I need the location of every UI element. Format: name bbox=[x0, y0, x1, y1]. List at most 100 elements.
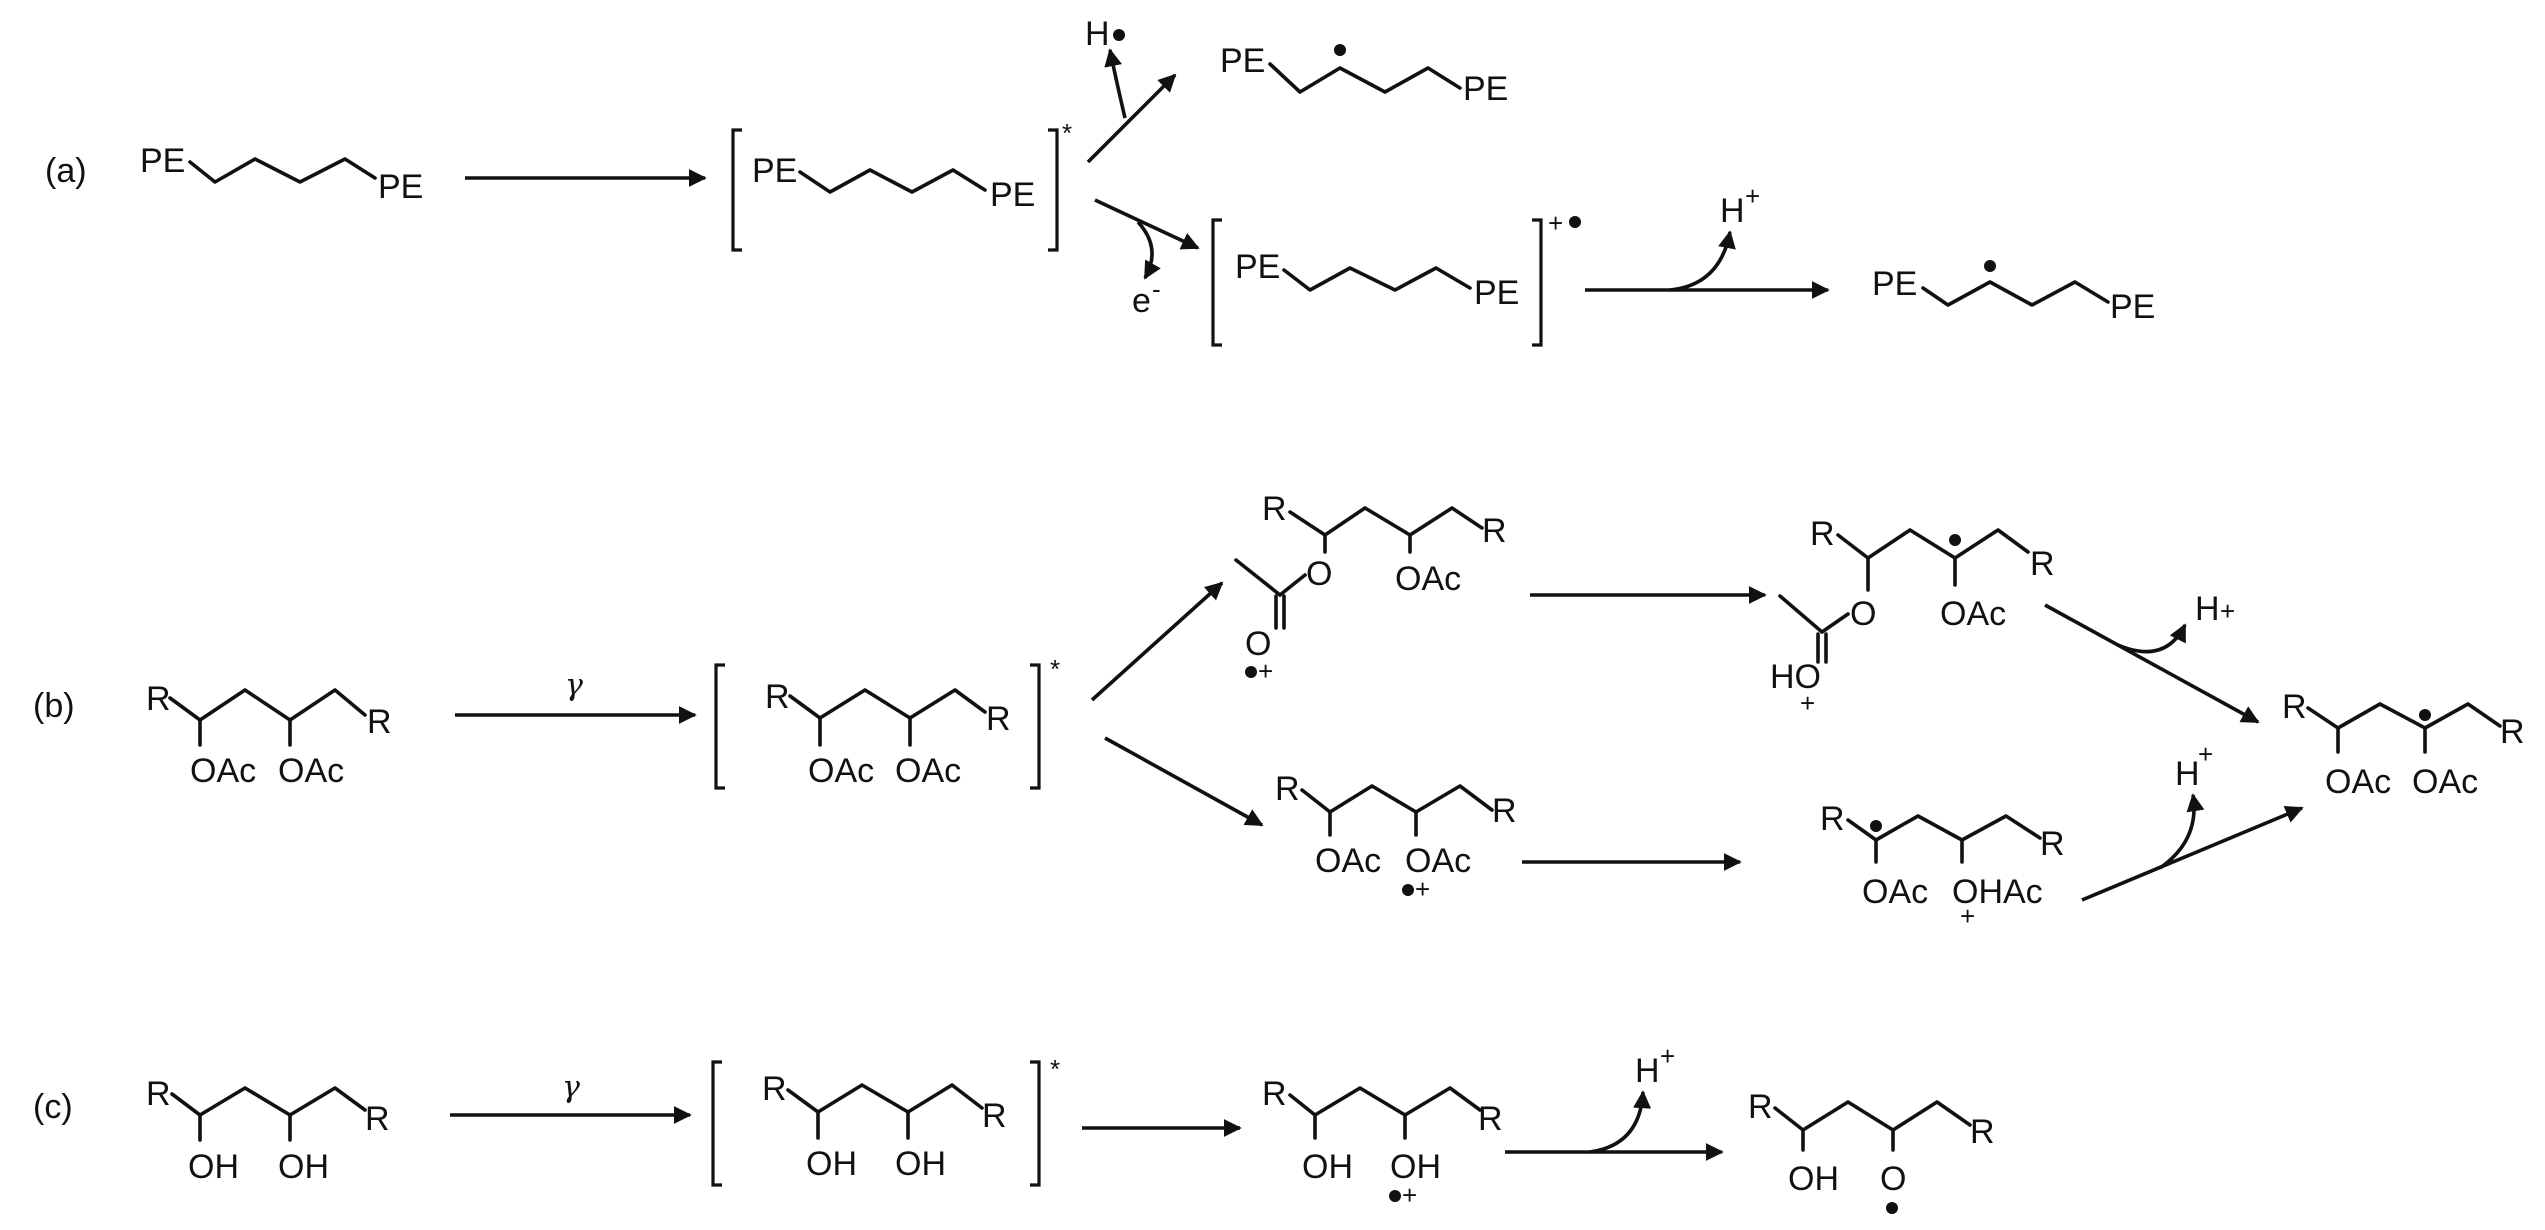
excited-state-star: * bbox=[1050, 1054, 1060, 1084]
svg-text:OAc: OAc bbox=[278, 752, 344, 790]
svg-text:OAc: OAc bbox=[1940, 595, 2006, 633]
gamma-label: γ bbox=[562, 1070, 580, 1105]
svg-text:OAc: OAc bbox=[2412, 763, 2478, 801]
curved-arrow bbox=[2158, 793, 2205, 870]
svg-text:R: R bbox=[1478, 1100, 1503, 1138]
svg-text:OAc: OAc bbox=[1395, 560, 1461, 598]
svg-text:-: - bbox=[1152, 274, 1161, 304]
radical-dot bbox=[1886, 1202, 1898, 1214]
svg-text:R: R bbox=[1262, 490, 1287, 528]
excited-pvac: R OAc OAc R * bbox=[714, 654, 1060, 790]
reaction-arrow bbox=[1090, 581, 1224, 702]
svg-text:OAc: OAc bbox=[2325, 763, 2391, 801]
svg-text:+: + bbox=[1415, 874, 1430, 904]
svg-text:PE: PE bbox=[140, 142, 185, 180]
pvac-protonated-acyl-radical: R O HO + OAc R bbox=[1770, 515, 2055, 718]
svg-text:OAc: OAc bbox=[1862, 873, 1928, 911]
radical-dot bbox=[1389, 1190, 1401, 1202]
svg-text:R: R bbox=[146, 680, 171, 718]
svg-text:OAc: OAc bbox=[895, 752, 961, 790]
radical-dot bbox=[1245, 666, 1257, 678]
panel-a-label: (a) bbox=[45, 152, 87, 190]
radical-dot bbox=[1569, 216, 1581, 228]
reaction-arrow bbox=[2081, 805, 2304, 902]
svg-text:+: + bbox=[1745, 181, 1760, 211]
svg-text:R: R bbox=[1492, 792, 1517, 830]
svg-text:+: + bbox=[1402, 1180, 1417, 1210]
svg-text:+: + bbox=[2198, 739, 2213, 769]
pvac-acetoxy-radical-cation: R O O + OAc R bbox=[1234, 490, 1507, 686]
svg-text:H: H bbox=[1085, 15, 1110, 53]
svg-text:R: R bbox=[1810, 515, 1835, 553]
svg-text:PE: PE bbox=[990, 176, 1035, 214]
reaction-arrow bbox=[1094, 198, 1200, 250]
svg-text:R: R bbox=[1262, 1075, 1287, 1113]
svg-text:OAc: OAc bbox=[1315, 842, 1381, 880]
svg-text:HO: HO bbox=[1770, 658, 1821, 696]
radical-dot bbox=[1949, 534, 1961, 546]
svg-text:+: + bbox=[2220, 596, 2235, 626]
pvac-ester-radical-cation: R OAc OAc + R bbox=[1275, 770, 1517, 904]
svg-text:R: R bbox=[1970, 1113, 1995, 1151]
pva-radical-cation: R OH OH + R bbox=[1262, 1075, 1503, 1210]
svg-text:O: O bbox=[1245, 625, 1271, 663]
panel-a: (a) PE PE PE PE * H PE PE bbox=[45, 15, 2155, 347]
radical-dot bbox=[1334, 44, 1346, 56]
svg-text:+: + bbox=[1800, 688, 1815, 718]
curved-arrow bbox=[1669, 230, 1736, 292]
curved-arrow bbox=[2117, 623, 2187, 654]
svg-text:OH: OH bbox=[895, 1145, 946, 1183]
pe-radical-top: PE PE bbox=[1220, 42, 1508, 108]
excited-pe-chain: PE PE * bbox=[731, 118, 1072, 252]
svg-text:OH: OH bbox=[806, 1145, 857, 1183]
radical-dot bbox=[1984, 260, 1996, 272]
reaction-arrow bbox=[1104, 736, 1264, 827]
excited-pva: R OH OH R * bbox=[711, 1054, 1060, 1187]
pe-chain-start: PE PE bbox=[140, 142, 423, 206]
pe-radical-cation: PE PE + bbox=[1211, 208, 1581, 347]
svg-text:R: R bbox=[2030, 545, 2055, 583]
radical-dot bbox=[1870, 820, 1882, 832]
svg-text:H: H bbox=[1635, 1052, 1660, 1090]
svg-text:R: R bbox=[365, 1100, 390, 1138]
svg-text:R: R bbox=[765, 678, 790, 716]
reaction-arrow bbox=[2044, 603, 2260, 724]
svg-text:R: R bbox=[1482, 512, 1507, 550]
svg-text:R: R bbox=[982, 1097, 1007, 1135]
pva-start: R OH OH R bbox=[146, 1075, 390, 1186]
svg-text:R: R bbox=[2040, 825, 2065, 863]
pe-radical-bottom: PE PE bbox=[1872, 260, 2155, 326]
svg-text:OHAc: OHAc bbox=[1952, 873, 2043, 911]
pvac-protonated-ester-radical: R OAc OHAc + R bbox=[1820, 800, 2065, 931]
panel-c-label: (c) bbox=[33, 1088, 73, 1126]
radical-dot bbox=[1113, 29, 1125, 41]
excited-state-star: * bbox=[1050, 654, 1060, 684]
svg-text:PE: PE bbox=[378, 168, 423, 206]
svg-text:OH: OH bbox=[1302, 1148, 1353, 1186]
radical-dot bbox=[2419, 709, 2431, 721]
svg-text:OAc: OAc bbox=[1405, 842, 1471, 880]
pvac-start: R OAc OAc R bbox=[146, 680, 392, 790]
svg-text:PE: PE bbox=[1474, 274, 1519, 312]
svg-text:R: R bbox=[986, 700, 1011, 738]
svg-text:H: H bbox=[1720, 192, 1745, 230]
svg-text:H: H bbox=[2195, 590, 2220, 628]
reaction-arrow bbox=[1086, 73, 1177, 164]
curved-arrow bbox=[1104, 48, 1127, 119]
svg-text:+: + bbox=[1660, 1041, 1675, 1071]
radical-dot bbox=[1402, 884, 1414, 896]
pva-alkoxy-radical: R OH O R bbox=[1748, 1088, 1995, 1214]
excited-state-star: * bbox=[1062, 118, 1072, 148]
svg-text:e: e bbox=[1132, 282, 1151, 320]
gamma-label: γ bbox=[565, 668, 583, 703]
svg-text:R: R bbox=[2282, 688, 2307, 726]
svg-text:+: + bbox=[1548, 208, 1563, 238]
svg-text:PE: PE bbox=[2110, 288, 2155, 326]
svg-text:O: O bbox=[1850, 595, 1876, 633]
svg-text:OH: OH bbox=[278, 1148, 329, 1186]
panel-b-label: (b) bbox=[33, 687, 75, 725]
svg-text:PE: PE bbox=[1872, 265, 1917, 303]
svg-text:O: O bbox=[1306, 555, 1332, 593]
svg-text:OAc: OAc bbox=[190, 752, 256, 790]
